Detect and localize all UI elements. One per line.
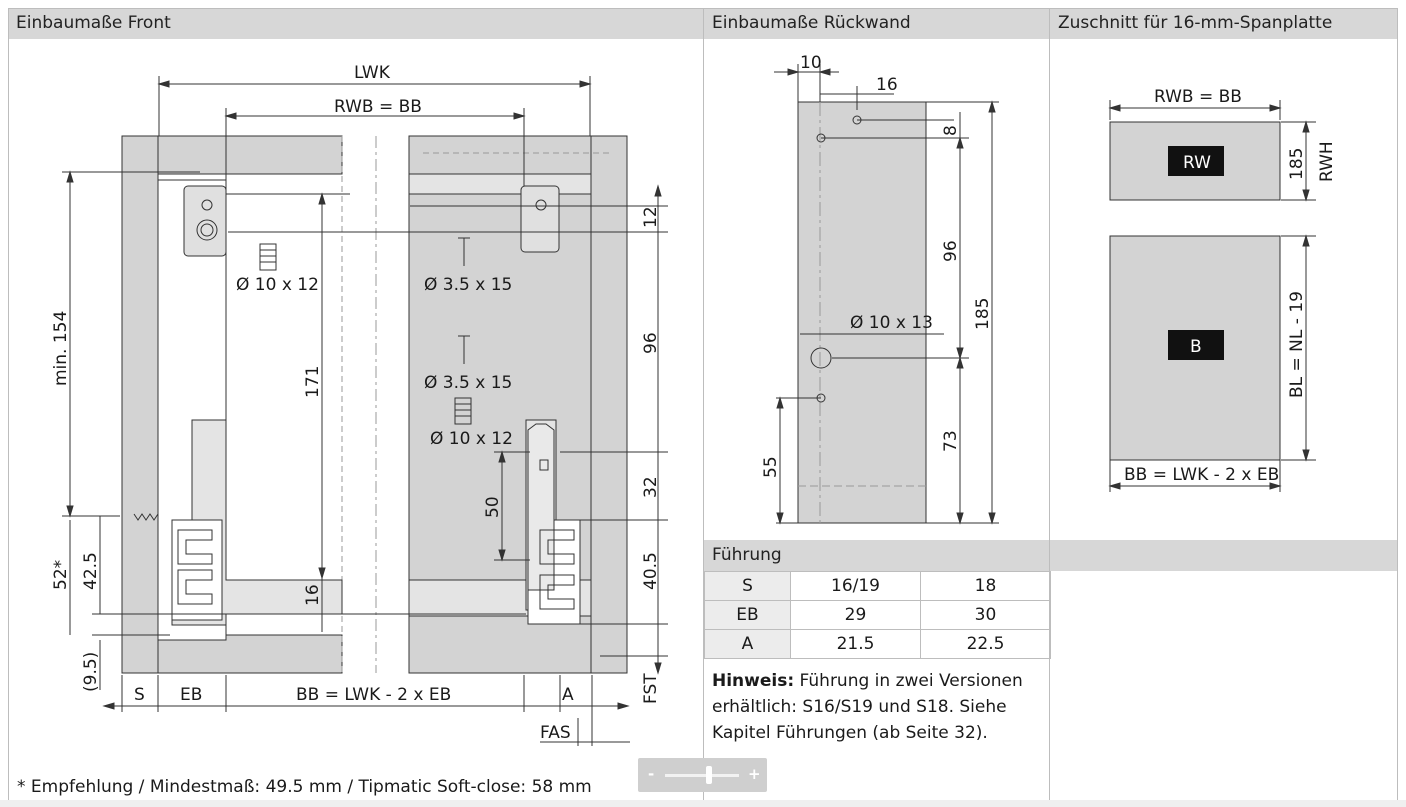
- table-row: A 21.5 22.5: [704, 629, 1051, 659]
- panel-divider: [8, 8, 9, 800]
- table-row: EB 29 30: [704, 600, 1051, 630]
- back-16-label: 16: [876, 75, 898, 95]
- table-cell: 18: [920, 571, 1051, 601]
- back-drawing: 10 16 8 96 185 Ø 10 x 13 73 55: [761, 53, 999, 525]
- front-50-label: 50: [483, 496, 503, 518]
- cut-rwh-label: RWH: [1317, 141, 1337, 182]
- table-cell: 29: [790, 600, 921, 630]
- front-lwk-label: LWK: [354, 63, 391, 83]
- back-96-label: 96: [941, 240, 961, 262]
- front-min154-label: min. 154: [51, 311, 71, 386]
- front-12-label: 12: [641, 206, 661, 228]
- front-a-label: A: [562, 685, 574, 705]
- dowel-label: Ø 10 x 12: [430, 429, 513, 449]
- zoom-out-button[interactable]: -: [648, 765, 655, 783]
- cut-panel-title: Zuschnitt für 16-mm-Spanplatte: [1058, 13, 1333, 33]
- back-panel-title: Einbaumaße Rückwand: [712, 13, 911, 33]
- table-cell: 22.5: [920, 629, 1051, 659]
- panel-divider: [8, 8, 1398, 9]
- back-panel-header: Einbaumaße Rückwand: [704, 8, 1049, 39]
- table-row: S 16/19 18: [704, 571, 1051, 601]
- table-cell: S: [704, 571, 791, 601]
- front-9-5-label: (9.5): [81, 652, 101, 692]
- back-73-label: 73: [941, 430, 961, 452]
- panel-divider: [703, 8, 704, 800]
- cut-drawing: RWB = BB 185 RWH RW B BL = NL - 19 BB = …: [1108, 87, 1337, 492]
- zoom-slider-thumb[interactable]: [706, 766, 713, 784]
- screw-label: Ø 3.5 x 15: [424, 373, 512, 393]
- cut-rw-label: RW: [1183, 153, 1211, 173]
- bottom-scrollbar[interactable]: [0, 800, 1406, 807]
- back-55-label: 55: [761, 456, 781, 478]
- front-32-label: 32: [641, 476, 661, 498]
- screw-label: Ø 3.5 x 15: [424, 275, 512, 295]
- back-10-label: 10: [800, 53, 822, 73]
- front-rwb-label: RWB = BB: [334, 97, 422, 117]
- note-text: Führung in zwei Versionen erhältlich: S1…: [712, 671, 1023, 743]
- table-cell: 30: [920, 600, 1051, 630]
- front-eb-label: EB: [180, 685, 202, 705]
- front-96-label: 96: [641, 332, 661, 354]
- table-cell: 16/19: [790, 571, 921, 601]
- table-cell: EB: [704, 600, 791, 630]
- front-40-5-label: 40.5: [641, 552, 661, 590]
- front-fas-label: FAS: [540, 723, 571, 743]
- guide-table: S 16/19 18 EB 29 30 A 21.5 22.5: [704, 571, 1051, 659]
- front-s-label: S: [134, 685, 145, 705]
- cut-bb-formula-label: BB = LWK - 2 x EB: [1124, 465, 1279, 485]
- zoom-in-button[interactable]: +: [748, 765, 761, 783]
- guide-panel-header-fill: [1050, 540, 1397, 571]
- front-panel-header: Einbaumaße Front: [8, 8, 703, 39]
- back-hole-label: Ø 10 x 13: [850, 313, 933, 333]
- front-42-5-label: 42.5: [81, 552, 101, 590]
- footnote: * Empfehlung / Mindestmaß: 49.5 mm / Tip…: [17, 777, 592, 797]
- back-8-label: 8: [941, 125, 961, 136]
- zoom-control[interactable]: - +: [638, 758, 767, 792]
- front-panel-title: Einbaumaße Front: [16, 13, 171, 33]
- cut-bl-label: BL = NL - 19: [1287, 291, 1307, 398]
- guide-panel-header: Führung: [704, 540, 1050, 571]
- table-cell: 21.5: [790, 629, 921, 659]
- guide-note: Hinweis: Führung in zwei Versionen erhäl…: [712, 668, 1047, 746]
- cut-rwb-label: RWB = BB: [1154, 87, 1242, 107]
- zoom-slider-track[interactable]: [665, 774, 739, 777]
- front-52-label: 52*: [51, 560, 71, 590]
- front-bb-formula-label: BB = LWK - 2 x EB: [296, 685, 451, 705]
- front-drawing: LWK RWB = BB min. 154 171 16 52* 42.5 (9…: [51, 63, 668, 746]
- cut-panel-header: Zuschnitt für 16-mm-Spanplatte: [1050, 8, 1397, 39]
- panel-divider: [1397, 8, 1398, 800]
- back-185-label: 185: [973, 298, 993, 330]
- table-cell: A: [704, 629, 791, 659]
- front-16-label: 16: [303, 584, 323, 606]
- panel-divider: [1049, 8, 1050, 800]
- front-fst-label: FST: [641, 673, 661, 704]
- cut-b-label: B: [1190, 337, 1202, 357]
- front-171-label: 171: [303, 366, 323, 398]
- cut-185-label: 185: [1287, 148, 1307, 180]
- note-label: Hinweis:: [712, 671, 795, 691]
- dowel-label: Ø 10 x 12: [236, 275, 319, 295]
- guide-panel-title: Führung: [712, 545, 782, 565]
